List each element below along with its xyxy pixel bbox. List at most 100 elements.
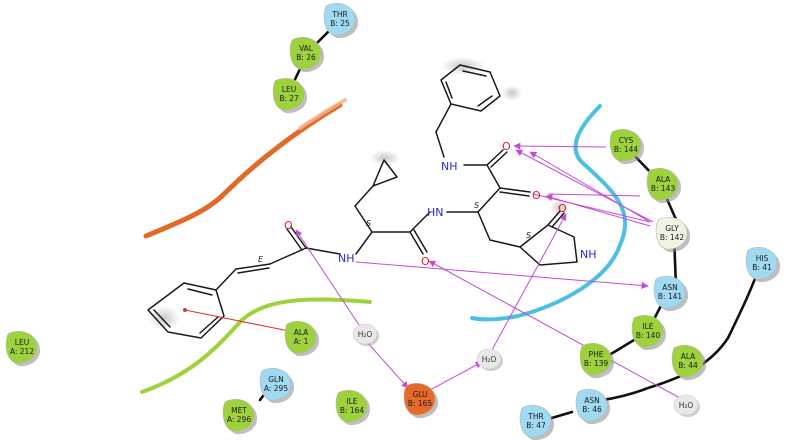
bond [499,187,531,193]
residue-disc [631,315,664,348]
bond [486,149,504,166]
residue-disc [579,343,612,376]
stereo-label: S [526,231,531,240]
bond [547,210,561,226]
bond [409,211,431,233]
residue-name: ASN [584,396,600,405]
residue-disc [655,217,688,250]
aromatic-inner [477,95,493,107]
residue-disc [5,331,38,364]
residue-name: ASN [662,283,678,292]
bond [354,205,373,233]
residue-number: B: 47 [526,421,546,430]
residue-number: B: 142 [660,233,685,242]
hbond-cys144-o1 [513,142,607,150]
residue-name: ALA [656,175,671,184]
water-label: H₂O [358,330,373,339]
bond [215,268,237,291]
bond [477,211,491,241]
hbond-glu-water2 [429,361,483,391]
cyclopropyl-ring [372,159,398,187]
aromatic-inner [445,81,453,99]
residue-name: HIS [756,254,769,263]
water-molecule: H₂O [476,348,503,371]
residue-number: B: 46 [582,405,602,414]
residue-name: PHE [589,350,604,359]
halo [550,199,570,217]
bond [290,226,307,249]
hbond-water1-glu [366,341,409,389]
atom-nh-benzyl: NH [441,160,458,173]
pyrrolidinone-ring [519,224,578,266]
residue-number: B: 140 [636,331,661,340]
residue-disc [653,276,686,309]
residue-name: VAL [299,44,314,53]
residue-disc [259,368,292,401]
residue-number: A: 1 [294,337,309,346]
stereo-label: S [474,201,479,210]
residue-disc [323,3,356,36]
bond [305,247,341,255]
residue-name: ALA [294,328,309,337]
residue-number: B: 26 [296,53,316,62]
atom-nh-middle: HN [427,206,444,219]
residue-number: B: 25 [330,19,350,28]
residue-disc [289,37,322,70]
halo [148,306,180,330]
residue-number: A: 295 [264,384,288,393]
residue-number: A: 296 [227,415,251,424]
bond [435,103,452,133]
bond [477,187,501,213]
aromatic-inner [153,309,171,328]
pocket-contour-orange [143,102,343,239]
atom-o-amide: O [421,255,430,268]
bond [409,231,424,255]
residue-name: ALA [681,352,696,361]
pocket-contour-green [140,297,372,394]
pocket-contour-orange-fade [298,98,347,130]
benzyl-ring [440,64,501,112]
residue-name: ILE [642,322,653,331]
bond [235,263,271,270]
bond [489,239,521,248]
residue-name: GLN [268,375,284,384]
ring-centroid [183,308,187,312]
residue-disc [284,321,317,354]
phenyl-ring [147,282,225,339]
hbond-water2-o [491,213,567,351]
bond [269,247,307,265]
residue-disc [222,399,255,432]
water-layer: H₂O H₂O H₂O [352,323,700,417]
hbond-gly-his [532,193,651,223]
bond-double [499,191,530,197]
atom-o-cinnamoyl: O [284,219,293,232]
bond-double [237,267,270,274]
water-label: H₂O [482,355,497,364]
aromatic-inner [187,288,213,296]
residue-number: B: 164 [340,406,365,415]
atom-nh-cinnamoyl: NH [338,252,355,265]
residue-name: THR [331,10,347,19]
aromatic-inner [462,70,487,77]
atom-o-ketone: O [532,189,541,202]
pocket-contours [140,98,627,394]
residue-name: MET [231,406,247,415]
residue-number: B: 139 [584,359,609,368]
residue-number: B: 144 [614,145,639,154]
water-label: H₂O [679,401,694,410]
